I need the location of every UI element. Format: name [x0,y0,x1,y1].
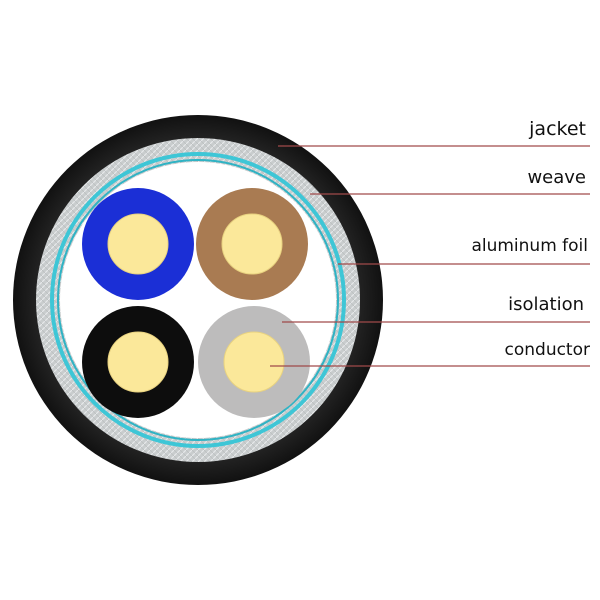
conductor-label: conductor [505,340,591,360]
jacket-label: jacket [528,118,586,140]
weave-label: weave [527,167,586,188]
conductor-black-core [107,331,169,393]
aluminum-foil-inner-edge [57,159,339,441]
aluminum-foil-layer [50,152,346,448]
conductor-gray-core [223,331,285,393]
conductor-brown-core [221,213,283,275]
conductor-blue-core [107,213,169,275]
core-blue [82,188,194,300]
core-gray [198,306,310,418]
core-brown [196,188,308,300]
core-black [82,306,194,418]
aluminum-foil-label: aluminum foil [471,236,588,256]
isolation-label: isolation [508,294,584,315]
